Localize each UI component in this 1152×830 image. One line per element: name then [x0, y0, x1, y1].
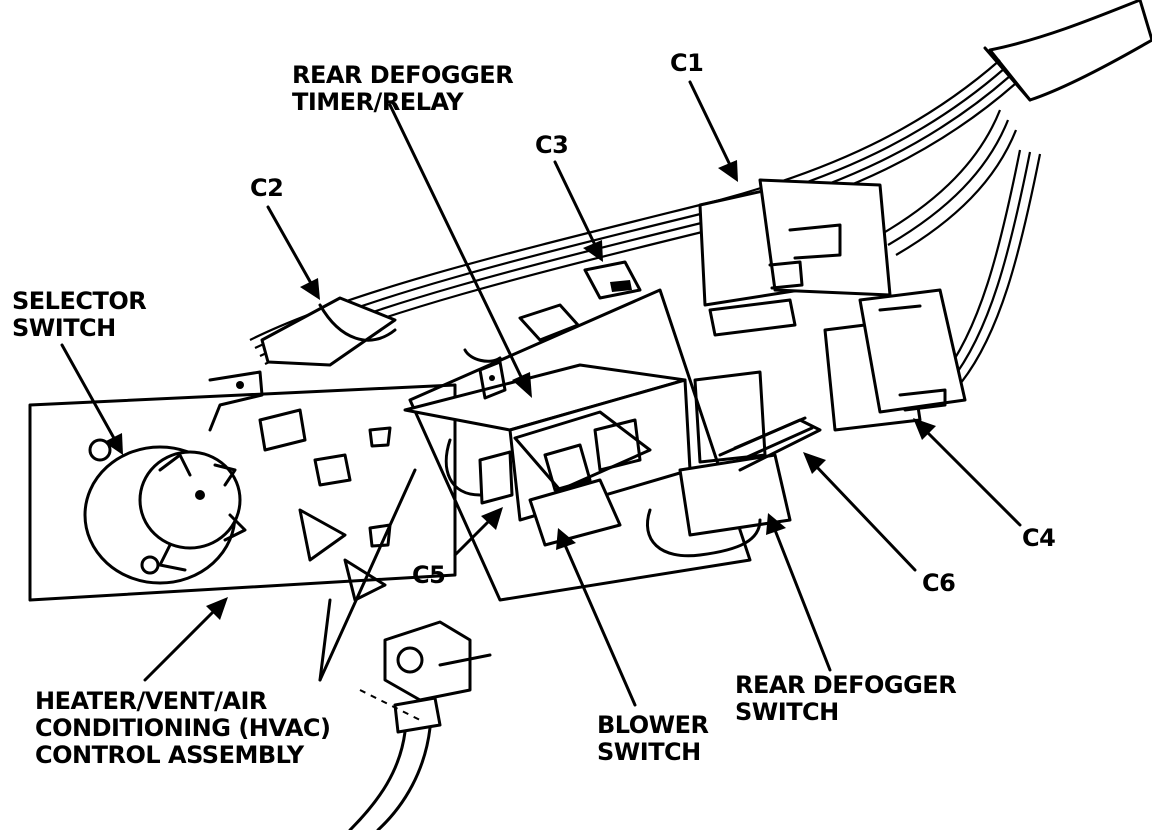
label-c2: C2 — [250, 174, 284, 202]
panel-details — [258, 348, 507, 682]
label-rear-defogger-switch: REAR DEFOGGER SWITCH — [735, 671, 957, 726]
label-c4: C4 — [1022, 524, 1056, 552]
lamp-bracket-cable — [348, 620, 492, 830]
small-connector — [518, 303, 580, 342]
label-c1: C1 — [670, 49, 704, 77]
label-rear-defogger-timer-relay: REAR DEFOGGER TIMER/RELAY — [292, 61, 514, 116]
label-blower-switch: BLOWER SWITCH — [597, 711, 709, 766]
label-c3: C3 — [535, 131, 569, 159]
label-c6: C6 — [922, 569, 956, 597]
selector-switch — [83, 370, 264, 585]
c3-connector — [583, 260, 642, 300]
relay-and-blower-block — [403, 363, 767, 547]
rear-defogger-switch — [645, 416, 822, 558]
c2-connector — [260, 296, 397, 367]
label-hvac-control-assembly: HEATER/VENT/AIR CONDITIONING (HVAC) CONT… — [35, 687, 331, 769]
hvac-panel-plate — [28, 383, 457, 602]
label-c5: C5 — [412, 561, 446, 589]
c4-connector — [823, 288, 967, 432]
c1-connector — [698, 178, 892, 337]
leader-arrows — [60, 80, 1022, 707]
label-selector-switch: SELECTOR SWITCH — [12, 287, 147, 342]
